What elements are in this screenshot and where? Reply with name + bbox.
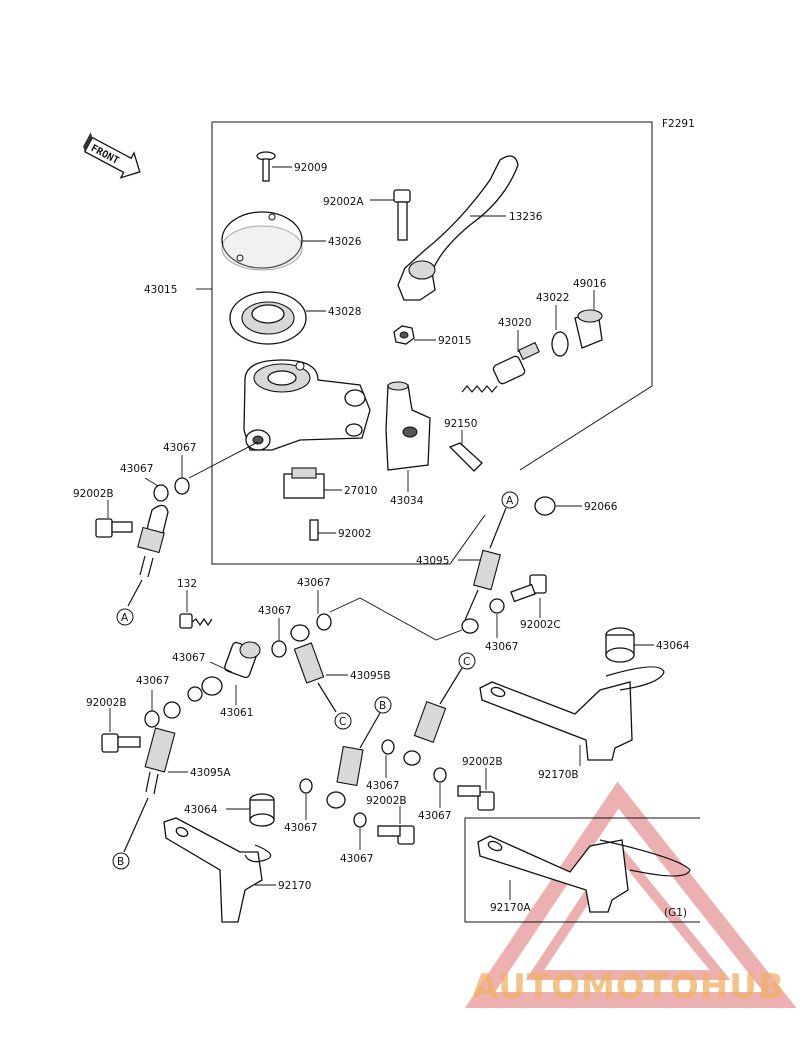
label-27010: 27010	[344, 485, 377, 497]
switch-27010	[283, 467, 342, 499]
front-arrow-icon: FRONT	[83, 132, 141, 179]
connector-C1: C	[334, 712, 352, 730]
label-92015: 92015	[438, 335, 471, 347]
label-43026: 43026	[328, 236, 362, 248]
watermark-logo	[464, 781, 797, 1008]
diaphragm-43028	[229, 291, 326, 345]
watermark-text: AUTOMOTOHUB	[472, 967, 785, 1007]
label-92002A: 92002A	[323, 196, 364, 208]
washer-43067-d	[316, 590, 332, 631]
reservoir-cap-43026	[221, 211, 326, 271]
label-43064-a: 43064	[656, 640, 690, 652]
label-92002B-d: 92002B	[366, 795, 407, 807]
washer-43067-h	[353, 812, 367, 850]
master-cylinder-body	[243, 359, 371, 451]
boot-49016	[574, 290, 603, 349]
connector-A1: A	[116, 608, 134, 626]
label-43067-f: 43067	[172, 652, 205, 664]
hose-43095B	[290, 624, 348, 713]
label-43064-b: 43064	[184, 804, 218, 816]
connector-B1-label: B	[117, 856, 124, 868]
label-43067-e: 43067	[485, 641, 518, 653]
label-13236: 13236	[509, 211, 543, 223]
bolt-92002B-center	[377, 806, 415, 845]
label-43067-h: 43067	[366, 780, 399, 792]
label-92170A: 92170A	[490, 902, 531, 914]
label-43022: 43022	[536, 292, 569, 304]
joint-assembly-43061	[179, 590, 261, 705]
connector-B2-label: B	[379, 700, 386, 712]
washer-43067-c	[271, 618, 287, 658]
brake-lever-13236	[397, 155, 519, 301]
label-43067-a: 43067	[163, 442, 196, 454]
bracket-92170B	[479, 627, 665, 766]
connector-C2-label: C	[463, 656, 470, 668]
connector-A2: A	[489, 491, 519, 549]
label-43095A: 43095A	[190, 767, 231, 779]
hose-assembly-upper-left	[95, 441, 259, 607]
label-92066: 92066	[584, 501, 618, 513]
label-43028: 43028	[328, 306, 361, 318]
connector-B2: B	[359, 696, 392, 749]
label-43067-g: 43067	[136, 675, 169, 687]
label-92002: 92002	[338, 528, 371, 540]
hose-assembly-lower-left	[101, 690, 188, 853]
label-43015: 43015	[144, 284, 177, 296]
assembly-frame	[196, 121, 653, 565]
label-92150: 92150	[444, 418, 477, 430]
bolt-92150	[448, 430, 483, 472]
label-49016: 49016	[573, 278, 607, 290]
label-132: 132	[177, 578, 197, 590]
hose-center-lower	[326, 745, 364, 809]
label-43034: 43034	[390, 495, 424, 507]
washer-43067-i	[433, 767, 447, 808]
label-43061: 43061	[220, 707, 253, 719]
label-43095B: 43095B	[350, 670, 391, 682]
label-43067-b: 43067	[120, 463, 153, 475]
variant-note: (G1)	[664, 907, 687, 919]
label-43067-k: 43067	[340, 853, 373, 865]
connector-C1-label: C	[339, 716, 346, 728]
washer-43067-f	[381, 739, 395, 778]
label-92002B-c: 92002B	[462, 756, 503, 768]
variant-inset-G1: (G1)	[464, 817, 700, 923]
washer-43067-e	[489, 598, 505, 638]
label-92002C: 92002C	[520, 619, 561, 631]
nut-92015	[393, 325, 436, 345]
label-43020: 43020	[498, 317, 531, 329]
hose-43095	[329, 549, 502, 641]
bolt-92002C	[510, 574, 547, 618]
washer-43067-g	[299, 778, 313, 820]
bracket-92170	[163, 793, 276, 923]
label-43067-c: 43067	[258, 605, 291, 617]
bolt-92002B-right	[457, 768, 495, 811]
label-43067-d: 43067	[297, 577, 330, 589]
label-92009: 92009	[294, 162, 327, 174]
screw-92002	[309, 519, 336, 541]
label-92002B-a: 92002B	[73, 488, 114, 500]
connector-A1-label: A	[121, 612, 129, 624]
screw-92009	[256, 151, 292, 182]
label-43067-i: 43067	[418, 810, 451, 822]
piston-kit-43020	[461, 330, 541, 393]
label-92170: 92170	[278, 880, 311, 892]
cap-92066	[534, 496, 582, 516]
hose-right-middle	[403, 700, 447, 766]
part-labels: 92009 92002A 13236 43026 43015 49016 430…	[73, 162, 690, 914]
diagram-id: F2291	[662, 118, 695, 130]
bolt-92002A	[370, 189, 411, 241]
connector-A2-label: A	[506, 495, 514, 507]
connector-C2: C	[439, 652, 476, 705]
label-92002B-b: 92002B	[86, 697, 127, 709]
circlip-43022	[551, 305, 569, 357]
label-43095: 43095	[416, 555, 449, 567]
label-43067-j: 43067	[284, 822, 317, 834]
connector-B1: B	[112, 852, 130, 870]
label-92170B: 92170B	[538, 769, 579, 781]
holder-43034	[385, 381, 431, 492]
